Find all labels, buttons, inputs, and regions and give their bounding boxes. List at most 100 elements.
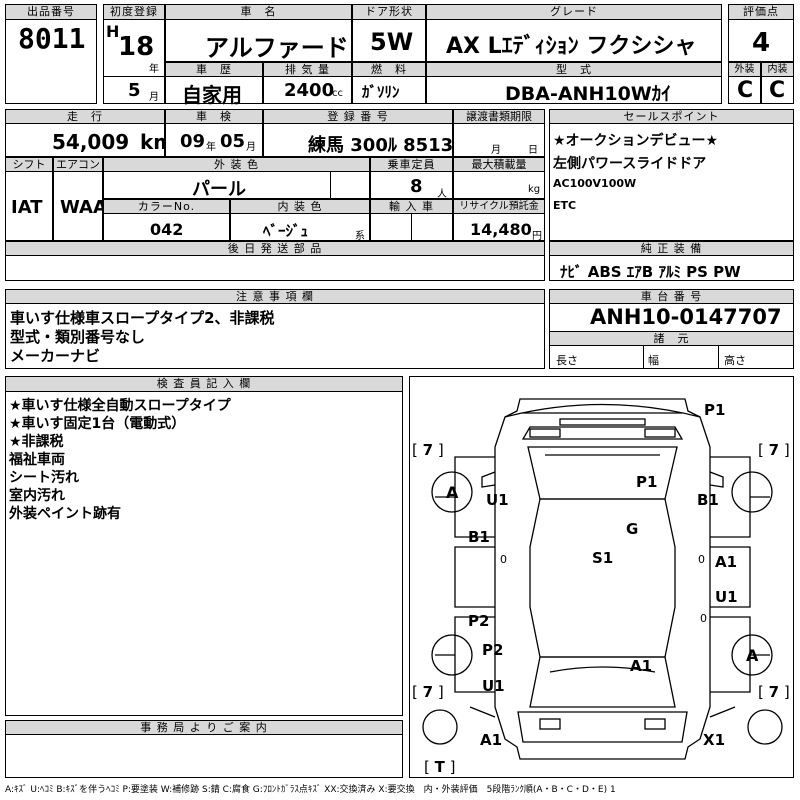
glass-bottom: [ T ]	[424, 758, 455, 776]
capacity-header: 乗車定員	[370, 157, 453, 172]
door-type: 5W	[370, 28, 414, 56]
sales-point-header: セールスポイント	[549, 109, 794, 124]
capacity-unit: 人	[437, 189, 447, 200]
genuine-items: ﾅﾋﾞ ABS ｴｱB ｱﾙﾐ PS PW	[560, 263, 741, 281]
colorno-header: カラーNo.	[103, 199, 230, 214]
office-header: 事 務 局 よ り ご 案 内	[5, 720, 403, 735]
inspection-year: 09	[180, 131, 206, 152]
legend: A:ｷｽﾞ U:ﾍｺﾐ B:ｷｽﾞを伴うﾍｺﾐ P:要塗装 W:補修跡 S:錆 …	[5, 785, 616, 795]
inspector-line-2: ★車いす固定1台（電動式）	[9, 416, 186, 432]
first-reg-year: 18	[118, 32, 155, 62]
glass-bl: [ 7 ]	[412, 683, 444, 701]
glass-br: [ 7 ]	[758, 683, 790, 701]
mark-p2-left-a: P2	[468, 612, 489, 630]
car-name-header: 車 名	[165, 4, 352, 20]
model: DBA-ANH10Wｶｲ	[505, 83, 671, 105]
inspector-line-7: 外装ペイント跡有	[9, 506, 121, 522]
sales-line-1: ★オークションデビュー★	[553, 133, 719, 149]
recycle-unit: 円	[532, 231, 542, 242]
mark-a1-right: A1	[715, 553, 737, 571]
history: 自家用	[182, 83, 242, 107]
maxload-unit: kg	[528, 184, 541, 195]
mark-top-p1: P1	[704, 401, 725, 419]
first-reg-box	[103, 4, 165, 104]
ac-header: エアコン	[53, 157, 103, 172]
mileage: 54,009	[52, 130, 130, 154]
color: パール	[192, 179, 246, 200]
first-reg-month: 5	[128, 80, 141, 101]
score: 4	[752, 28, 771, 58]
mark-u1-right: U1	[715, 588, 738, 606]
recycle-fee: 14,480	[470, 220, 532, 239]
fuel-header: 燃 料	[352, 62, 426, 77]
mark-b1-right: B1	[697, 491, 719, 509]
car-diagram: A A [ 7 ] [ 7 ] [ 7 ] [ 7 ] [ T ] P1 P1 …	[412, 398, 790, 776]
glass-tl: [ 7 ]	[412, 441, 444, 459]
exterior-header: 外装	[728, 62, 761, 77]
lot-box	[5, 4, 97, 104]
displacement-unit: cc	[332, 88, 343, 99]
mark-a1-center: A1	[630, 657, 652, 675]
zero-mark-left: 0	[500, 553, 507, 566]
car-name: アルファード	[205, 34, 349, 62]
tire-rr-mark: A	[746, 646, 759, 665]
inspector-line-4: 福祉車両	[9, 452, 65, 468]
chassis-number: ANH10-0147707	[590, 305, 782, 329]
transfer-month-unit: 月	[491, 145, 501, 156]
mark-s1: S1	[592, 549, 613, 567]
intcolor-header: 内 装 色	[230, 199, 370, 214]
mileage-header: 走 行	[5, 109, 165, 124]
mark-u1-left-low: U1	[482, 677, 505, 695]
mark-g: G	[626, 520, 638, 538]
intcolor: ﾍﾞｰｼﾞｭ	[263, 222, 309, 240]
mark-x1-bottom: X1	[703, 731, 725, 749]
colorno: 042	[150, 220, 184, 239]
grade: AX Lｴﾃﾞｨｼｮﾝ フクシシャ	[446, 34, 697, 59]
history-header: 車 歴	[165, 62, 263, 77]
inspection-header: 車 検	[165, 109, 263, 124]
width-label: 幅	[648, 354, 659, 367]
mark-u1-left: U1	[486, 491, 509, 509]
maxload-header: 最大積載量	[453, 157, 545, 172]
height-label: 高さ	[724, 354, 746, 367]
lot-number: 8011	[18, 22, 86, 55]
shift-header: シフト	[5, 157, 53, 172]
transfer-day-unit: 日	[528, 145, 538, 156]
length-label: 長さ	[556, 354, 578, 367]
zero-mark-rear: 0	[700, 612, 707, 625]
glass-tr: [ 7 ]	[758, 441, 790, 459]
ac: WAA	[60, 197, 107, 218]
mark-p2-left-b: P2	[482, 641, 503, 659]
genuine-header: 純 正 装 備	[549, 241, 794, 256]
transfer-header: 譲渡書類期限	[453, 109, 545, 124]
displacement-header: 排 気 量	[263, 62, 352, 77]
fuel: ｶﾞｿﾘﾝ	[362, 83, 400, 101]
mark-roof-p1: P1	[636, 473, 657, 491]
later-parts-header: 後 日 発 送 部 品	[5, 241, 545, 256]
recycle-header: リサイクル預託金	[453, 199, 545, 214]
reg-no-header: 登 録 番 号	[263, 109, 453, 124]
color-header: 外 装 色	[103, 157, 370, 172]
tire-fl-mark: A	[446, 483, 459, 502]
interior-header: 内装	[761, 62, 794, 77]
year-unit: 年	[149, 64, 159, 75]
door-header: ドア形状	[352, 4, 426, 20]
score-header: 評価点	[728, 4, 794, 20]
chassis-header: 車 台 番 号	[549, 289, 794, 304]
notes-header: 注 意 事 項 欄	[5, 289, 545, 304]
grade-header: グレード	[426, 4, 722, 20]
note-line-3: メーカーナビ	[10, 347, 101, 365]
mark-a1-bottom: A1	[480, 731, 502, 749]
inspector-line-3: ★非課税	[9, 434, 64, 450]
inspector-line-5: シート汚れ	[9, 470, 79, 486]
month-unit: 月	[149, 92, 159, 103]
sales-line-3: AC100V100W	[553, 177, 637, 190]
zero-mark-right: 0	[698, 553, 705, 566]
sales-line-2: 左側パワースライドドア	[553, 156, 707, 172]
car-diagram-box: A A [ 7 ] [ 7 ] [ 7 ] [ 7 ] [ T ] P1 P1 …	[409, 376, 794, 778]
shift: IAT	[11, 197, 43, 218]
inspection-year-unit: 年	[206, 142, 216, 153]
intcolor-unit: 系	[355, 231, 365, 242]
inspection-month-unit: 月	[246, 142, 256, 153]
inspector-line-1: ★車いす仕様全自動スロープタイプ	[9, 398, 231, 414]
